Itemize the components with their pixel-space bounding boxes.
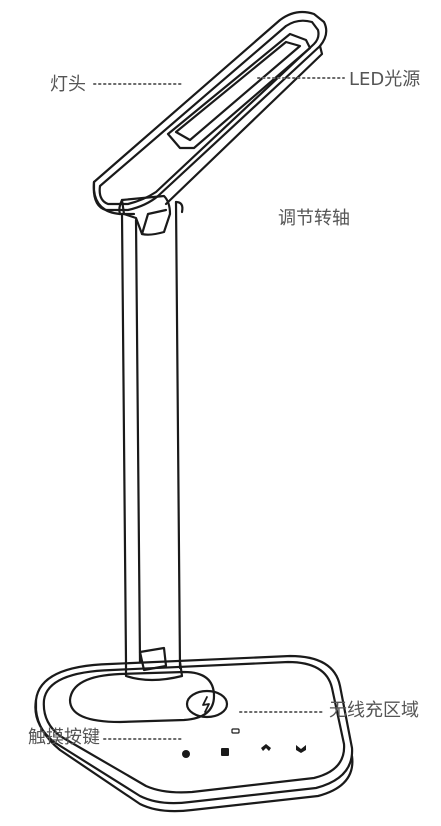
base-top	[42, 660, 346, 794]
led-panel	[166, 32, 312, 150]
label-wireless-charging: 无线充区域	[329, 700, 419, 721]
arm-foot	[124, 660, 184, 682]
touch-buttons	[182, 728, 306, 758]
label-led-source: LED光源	[349, 69, 421, 90]
lamp-head-rim	[98, 19, 320, 206]
lamp-arm-left	[120, 212, 128, 664]
mode-button-icon[interactable]	[221, 748, 229, 756]
lightning-icon	[202, 696, 210, 713]
hinge-block	[120, 194, 172, 236]
lamp-arm-mid	[134, 218, 142, 664]
brightness-up-icon[interactable]	[261, 744, 271, 751]
label-touch-buttons: 触摸按键	[28, 727, 100, 748]
brightness-down-icon[interactable]	[296, 745, 306, 753]
base-oval	[68, 670, 216, 724]
label-lamp-head: 灯头	[50, 74, 86, 95]
wireless-charge-ring	[185, 689, 229, 719]
led-panel-inner	[174, 40, 302, 142]
base-outline	[34, 654, 354, 805]
indicator-icon	[231, 728, 240, 734]
power-button-icon[interactable]	[182, 750, 190, 758]
lamp-head-outline	[92, 10, 328, 212]
lamp-arm-right	[174, 200, 182, 670]
label-hinge: 调节转轴	[278, 208, 350, 229]
